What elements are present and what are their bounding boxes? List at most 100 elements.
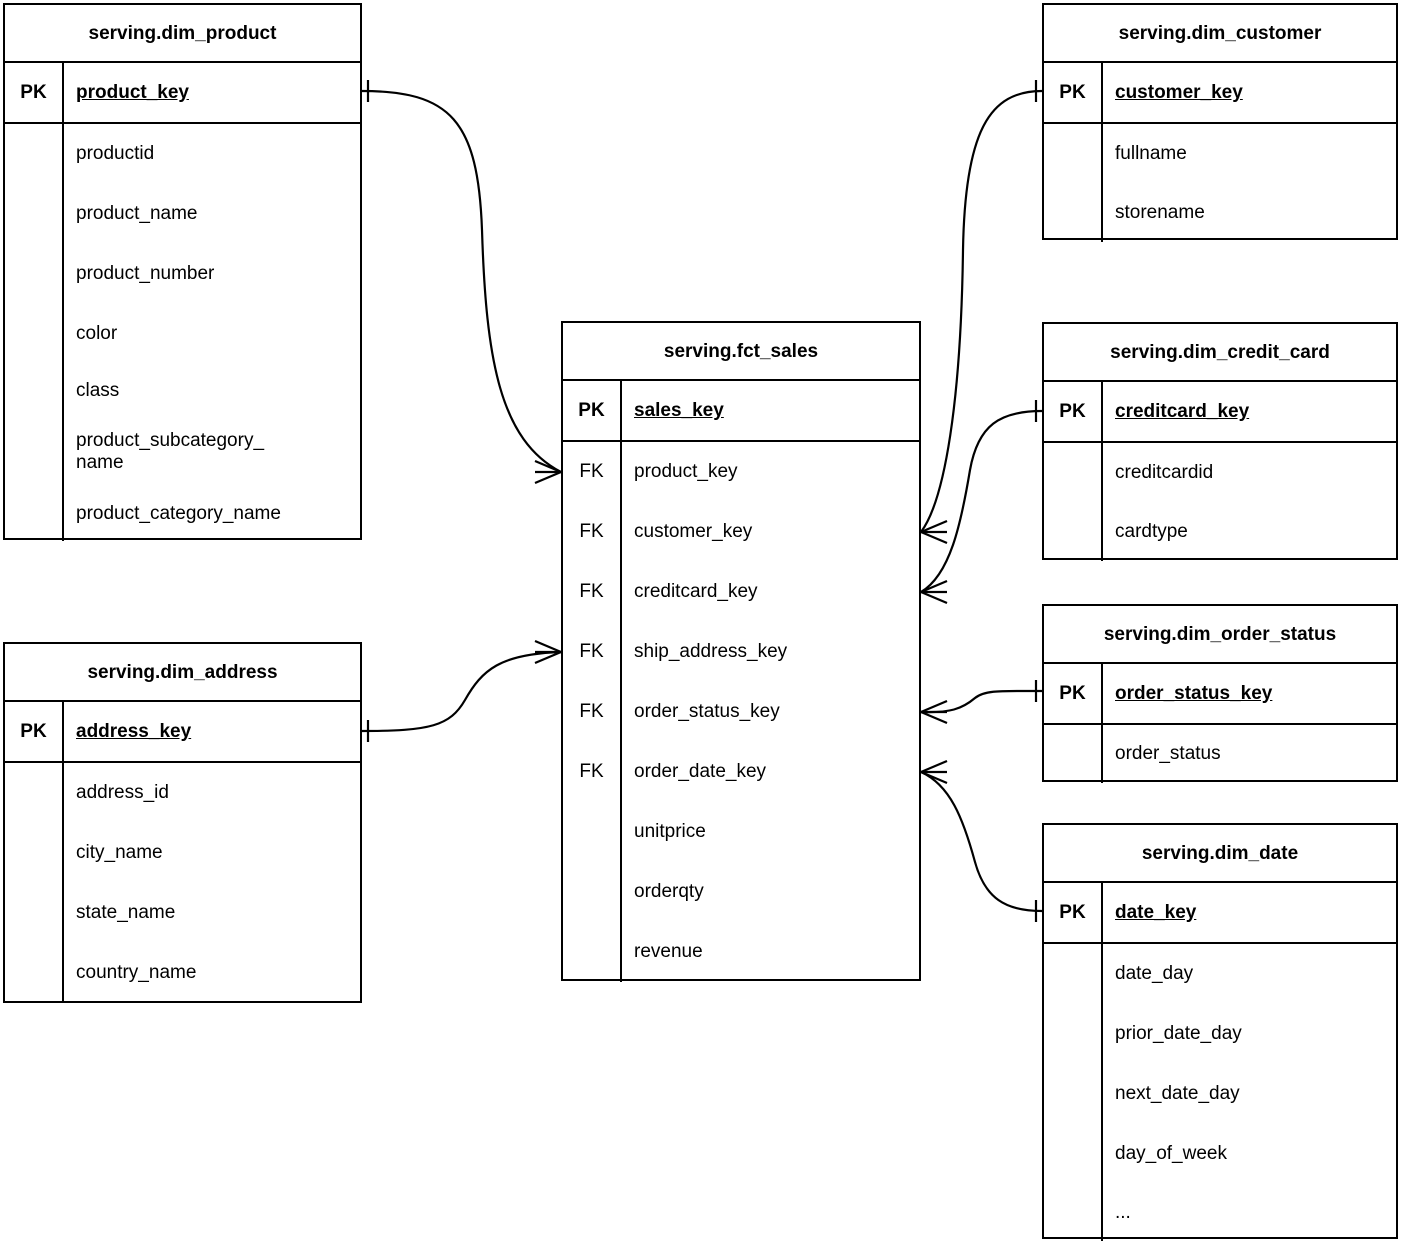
attribute-row[interactable]: color — [76, 323, 118, 344]
fk-badge: FK — [563, 622, 622, 682]
attribute-row[interactable]: order_status — [1115, 743, 1221, 764]
pk-field-name: address_key — [76, 720, 192, 742]
relationship-creditcard-to-sales — [920, 400, 1043, 605]
crowsfoot-prong-0 — [920, 579, 948, 594]
attribute-row[interactable]: cardtype — [1115, 521, 1188, 542]
crowsfoot-prong-2 — [534, 470, 562, 485]
fk-badge: FK — [563, 502, 622, 562]
attribute-row[interactable]: creditcardid — [1115, 462, 1214, 483]
empty-key-cell — [563, 802, 622, 862]
attribute-row[interactable]: address_id — [76, 782, 169, 803]
entity-title-dim_product: serving.dim_product — [5, 5, 360, 63]
attributes-list: creditcardid cardtype — [1103, 443, 1396, 561]
attribute-row[interactable]: product_name — [76, 203, 198, 224]
attributes-list: address_id city_name state_name country_nam… — [64, 763, 360, 1003]
measure-row-orderqty[interactable]: orderqty — [563, 862, 919, 922]
attributes-key-gutter — [5, 763, 64, 1003]
attributes-key-gutter — [1044, 124, 1103, 242]
attributes-list: order_status — [1103, 725, 1396, 783]
attribute-row[interactable]: state_name — [76, 902, 176, 923]
pk-badge: PK — [5, 63, 64, 122]
attribute-row[interactable]: city_name — [76, 842, 163, 863]
attribute-row[interactable]: ... — [1115, 1201, 1131, 1223]
fk-badge: FK — [563, 742, 622, 802]
crowsfoot-prong-0 — [920, 519, 948, 534]
fk-field-name: creditcard_key — [634, 581, 758, 603]
fk-badge: FK — [563, 562, 622, 622]
pk-badge: PK — [1044, 382, 1103, 441]
attribute-row[interactable]: date_day — [1115, 963, 1194, 984]
pk-badge: PK — [1044, 63, 1103, 122]
fk-field-name: order_status_key — [634, 701, 780, 723]
attributes-section-dim_customer: fullname storename — [1044, 124, 1396, 242]
attribute-row[interactable]: class — [76, 380, 120, 401]
attribute-row[interactable]: product_subcategory_ name — [76, 430, 265, 473]
fk-row-creditcard_key[interactable]: FK creditcard_key — [563, 562, 919, 622]
measure-row-unitprice[interactable]: unitprice — [563, 802, 919, 862]
attributes-key-gutter — [1044, 443, 1103, 561]
entity-title-fct_sales: serving.fct_sales — [563, 323, 919, 381]
attributes-list: fullname storename — [1103, 124, 1396, 242]
relationship-customer-to-sales — [920, 80, 1043, 545]
attributes-section-dim_address: address_id city_name state_name country_nam… — [5, 763, 360, 1003]
relationship-line — [920, 770, 1043, 913]
relationship-line — [920, 89, 1043, 533]
relationship-line — [920, 689, 1043, 714]
crowsfoot-prong-2 — [920, 590, 948, 605]
empty-key-cell — [563, 922, 622, 982]
crowsfoot-prong-2 — [920, 770, 948, 785]
measure-row-revenue[interactable]: revenue — [563, 922, 919, 982]
fk-row-order_date_key[interactable]: FK order_date_key — [563, 742, 919, 802]
attribute-row[interactable]: country_name — [76, 962, 197, 983]
relationship-line — [361, 650, 562, 733]
attribute-row[interactable]: product_category_name — [76, 502, 281, 524]
entity-title-dim_order_status: serving.dim_order_status — [1044, 606, 1396, 664]
attribute-row[interactable]: fullname — [1115, 143, 1187, 164]
attribute-row[interactable]: product_number — [76, 263, 215, 284]
attributes-key-gutter — [1044, 725, 1103, 783]
pk-row-dim_customer[interactable]: PK customer_key — [1044, 63, 1396, 124]
measure-field-name: unitprice — [634, 821, 706, 843]
pk-field-name: customer_key — [1115, 81, 1243, 103]
pk-badge: PK — [5, 702, 64, 761]
attributes-section-dim_order_status: order_status — [1044, 725, 1396, 783]
crowsfoot-prong-0 — [920, 759, 948, 774]
measure-field-name: revenue — [634, 941, 703, 963]
fk-row-ship_address_key[interactable]: FK ship_address_key — [563, 622, 919, 682]
attribute-row[interactable]: prior_date_day — [1115, 1023, 1242, 1044]
pk-field-name: product_key — [76, 81, 189, 103]
attribute-row[interactable]: day_of_week — [1115, 1143, 1227, 1164]
relationship-line — [920, 409, 1043, 593]
crowsfoot-prong-2 — [534, 650, 562, 665]
fk-field-name: order_date_key — [634, 761, 767, 783]
pk-badge: PK — [1044, 883, 1103, 942]
pk-row-dim_product[interactable]: PK product_key — [5, 63, 360, 124]
relationship-address-to-sales — [361, 639, 562, 742]
relationship-line — [361, 89, 562, 473]
pk-row-dim_address[interactable]: PK address_key — [5, 702, 360, 763]
fk-field-name: ship_address_key — [634, 641, 788, 663]
attribute-row[interactable]: productid — [76, 143, 155, 164]
pk-field-name: sales_key — [634, 399, 724, 421]
attribute-row[interactable]: next_date_day — [1115, 1083, 1240, 1104]
entity-title-dim_credit_card: serving.dim_credit_card — [1044, 324, 1396, 382]
fk-badge: FK — [563, 442, 622, 502]
attribute-row[interactable]: storename — [1115, 202, 1205, 223]
entity-title-dim_date: serving.dim_date — [1044, 825, 1396, 883]
